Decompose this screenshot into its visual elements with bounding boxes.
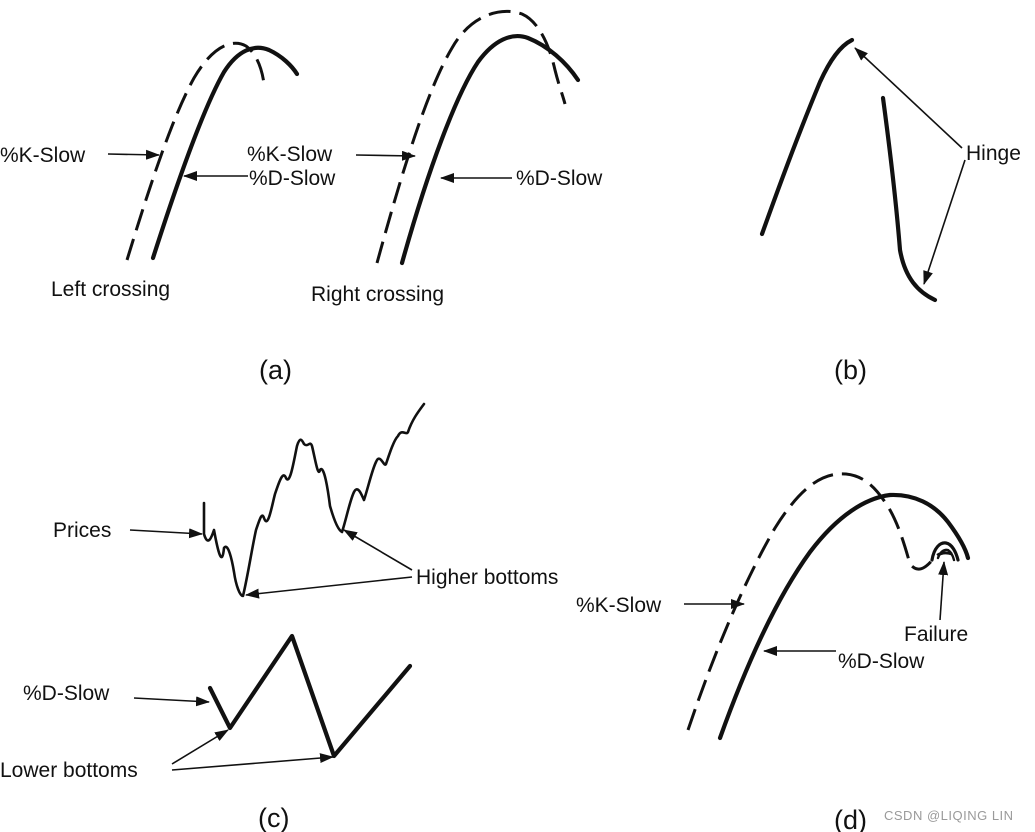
right-k-slow-label: %K-Slow xyxy=(247,143,333,166)
d-panel-k-slow-curve xyxy=(686,472,953,731)
higher-bottoms-arrow-right xyxy=(343,529,413,571)
hinge-arrow-bottom xyxy=(923,159,966,285)
right-crossing-diagram: %K-Slow %D-Slow Right crossing xyxy=(247,9,603,306)
prices-line xyxy=(202,402,426,598)
watermark-text: CSDN @LIQING LIN xyxy=(884,808,1014,823)
panel-c: Prices Higher bottoms %D-Slow Lower bott… xyxy=(0,402,558,832)
left-d-slow-label: %D-Slow xyxy=(249,167,336,190)
higher-bottoms-arrow-left xyxy=(245,576,413,599)
d-slow-label-c: %D-Slow xyxy=(23,682,110,705)
panel-d: %K-Slow %D-Slow Failure (d) xyxy=(576,472,971,832)
d-panel-d-slow-label: %D-Slow xyxy=(838,650,925,673)
left-k-slow-label: %K-Slow xyxy=(0,144,86,167)
left-d-slow-curve xyxy=(150,45,300,261)
left-crossing-diagram: %K-Slow %D-Slow Left crossing xyxy=(0,41,336,301)
left-k-slow-curve xyxy=(125,41,266,261)
panel-b-caption: (b) xyxy=(834,355,867,385)
right-crossing-label: Right crossing xyxy=(311,283,444,306)
lower-bottoms-arrow-left xyxy=(171,729,229,765)
hinge-falling-curve xyxy=(880,95,938,303)
hinge-label: Hinge xyxy=(966,142,1021,165)
higher-bottoms-label: Higher bottoms xyxy=(416,566,558,589)
panel-d-caption: (d) xyxy=(834,805,867,832)
panel-a: %K-Slow %D-Slow Left crossing %K-Slow %D… xyxy=(0,9,603,385)
right-d-slow-curve xyxy=(399,34,581,266)
failure-label: Failure xyxy=(904,623,968,646)
left-crossing-label: Left crossing xyxy=(51,278,170,301)
prices-label: Prices xyxy=(53,519,111,542)
d-panel-k-slow-label: %K-Slow xyxy=(576,594,662,617)
prices-arrow xyxy=(129,528,203,539)
failure-hook-inner xyxy=(936,548,956,562)
right-k-slow-arrow xyxy=(355,150,416,161)
lower-bottoms-arrow-right xyxy=(171,753,334,771)
d-slow-zigzag xyxy=(207,633,413,759)
failure-hook xyxy=(930,541,960,562)
right-d-slow-label: %D-Slow xyxy=(516,167,603,190)
d-slow-arrow xyxy=(133,696,210,707)
panel-a-caption: (a) xyxy=(259,355,292,385)
right-k-slow-curve xyxy=(375,9,567,264)
failure-arrow xyxy=(938,561,949,621)
panel-b: Hinge (b) xyxy=(759,37,1021,385)
panel-c-caption: (c) xyxy=(258,803,289,832)
d-panel-d-slow-curve xyxy=(717,492,971,741)
hinge-arrow-top xyxy=(854,47,963,149)
lower-bottoms-label: Lower bottoms xyxy=(0,759,138,782)
left-k-slow-arrow xyxy=(107,149,160,160)
hinge-rising-curve xyxy=(759,37,855,237)
